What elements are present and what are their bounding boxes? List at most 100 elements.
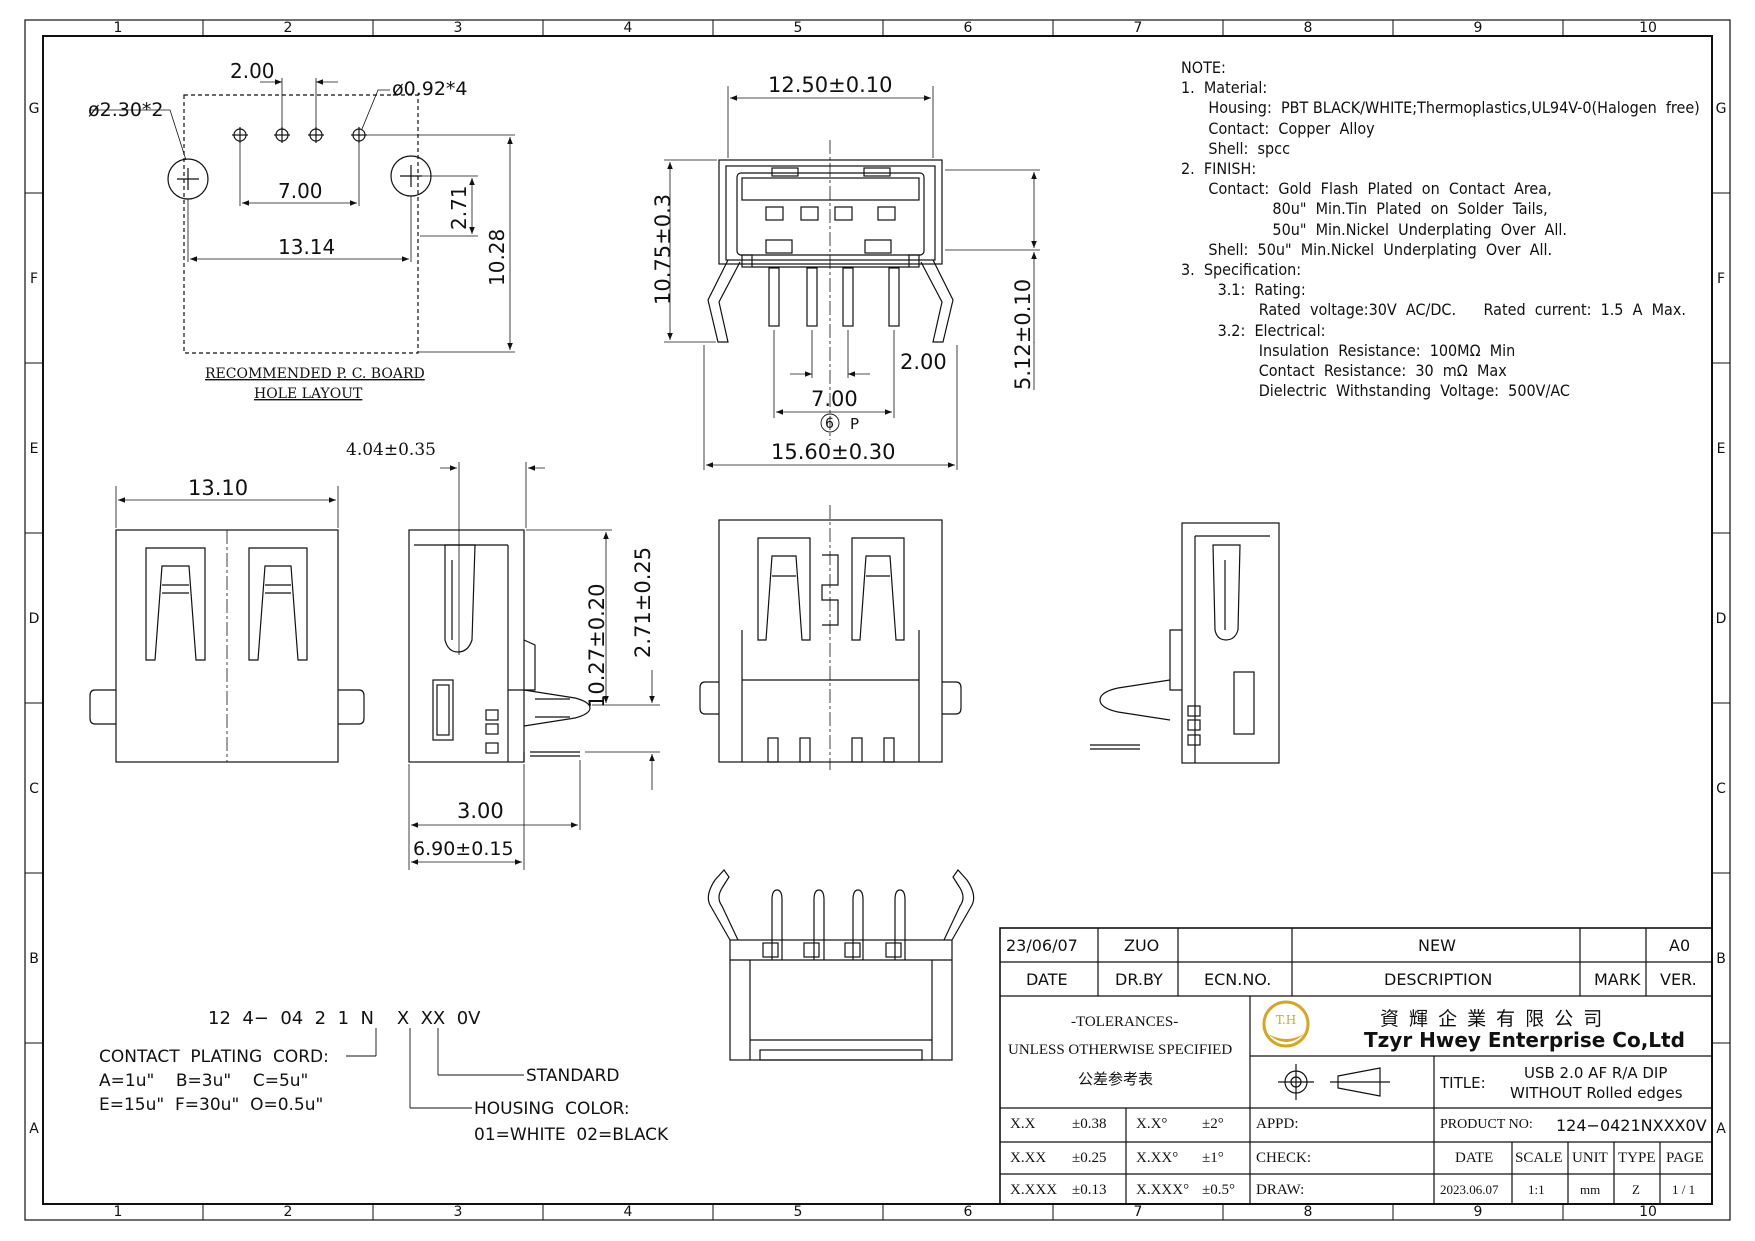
front-view-dims: 12.50±0.10 10.75±0.3 5.12±0.10 2.00 7.00… [651, 73, 1035, 464]
note-line: 2. FINISH: [1181, 159, 1257, 179]
top-dim-width: 13.10 [188, 476, 248, 500]
note-line: 1. Material: [1181, 78, 1268, 98]
rev-desc: NEW [1418, 936, 1456, 955]
part-code-texts: 12 4− 04 2 1 N X XX 0V CONTACT PLATING C… [99, 1008, 669, 1145]
plating-line-1: A=1u" B=3u" C=5u" [99, 1071, 308, 1091]
company-cn: 資 輝 企 業 有 限 公 司 [1380, 1008, 1605, 1030]
zone-row-label: G [1716, 101, 1727, 117]
bottom-view [699, 505, 962, 770]
front-dim-7: 7.00 [811, 387, 858, 411]
tolerance-cell: X.XXX [1010, 1182, 1058, 1198]
side-dim-2-71: 2.71±0.25 [631, 547, 655, 658]
draw-label: DRAW: [1256, 1182, 1305, 1198]
product-no-label: PRODUCT NO: [1440, 1117, 1533, 1132]
zone-column-label: 2 [284, 1204, 293, 1220]
pcb-dim-hole-small: ø0.92*4 [392, 78, 468, 100]
right-side-view [1090, 522, 1280, 764]
product-no: 124−0421NXXX0V [1556, 1116, 1707, 1135]
tolerance-title: -TOLERANCES- [1071, 1014, 1179, 1030]
pcb-dim-7: 7.00 [278, 179, 323, 203]
zone-column-label: 5 [794, 1204, 803, 1220]
hdr-drby: DR.BY [1115, 970, 1163, 989]
pcb-dim-10-28: 10.28 [485, 229, 509, 286]
tolerance-subtitle: UNLESS OTHERWISE SPECIFIED [1008, 1042, 1233, 1058]
zone-column-label: 3 [454, 1204, 463, 1220]
pcb-dim-hole-large: ø2.30*2 [88, 99, 164, 121]
tolerance-cell: X.XX° [1136, 1150, 1179, 1166]
zone-column-label: 8 [1304, 1204, 1313, 1220]
note-line: Dielectric Withstanding Voltage: 500V/AC [1181, 381, 1570, 401]
pcb-dim-pitch: 2.00 [230, 59, 275, 83]
plating-title: CONTACT PLATING CORD: [99, 1047, 329, 1067]
housing-values: 01=WHITE 02=BLACK [474, 1125, 669, 1145]
note-line: Contact: Gold Flash Plated on Contact Ar… [1181, 179, 1552, 199]
zone-column-label: 4 [624, 20, 633, 36]
zone-row-label: F [1717, 271, 1725, 287]
h-date: DATE [1455, 1150, 1494, 1166]
rev-ver: A0 [1669, 936, 1691, 955]
note-line: Shell: 50u" Min.Nickel Underplating Over… [1181, 239, 1553, 259]
pcb-dim-2-71: 2.71 [447, 185, 471, 230]
check-label: CHECK: [1256, 1150, 1312, 1166]
note-line: Contact Resistance: 30 mΩ Max [1181, 361, 1507, 381]
rev-by: ZUO [1124, 936, 1160, 955]
appd-label: APPD: [1256, 1116, 1299, 1132]
side-view-dims: 4.04±0.35 10.27±0.20 2.71±0.25 3.00 6.90… [346, 440, 655, 860]
v-page: 1 / 1 [1672, 1182, 1696, 1197]
side-dim-top: 4.04±0.35 [346, 440, 436, 460]
note-line: Contact: Copper Alloy [1181, 118, 1375, 138]
tolerance-cell: ±0.38 [1072, 1116, 1107, 1132]
note-line: 80u" Min.Tin Plated on Solder Tails, [1181, 199, 1548, 219]
zone-column-label: 7 [1134, 20, 1143, 36]
note-line: 50u" Min.Nickel Underplating Over All. [1181, 219, 1567, 239]
hdr-mark: MARK [1594, 970, 1641, 989]
notes-block: NOTE:1. Material: Housing: PBT BLACK/WHI… [1181, 58, 1700, 401]
zone-markers [25, 20, 1730, 1220]
pcb-hole-layout [90, 78, 515, 354]
zone-column-label: 9 [1474, 1204, 1483, 1220]
rear-view [707, 869, 975, 1061]
zone-row-label: B [1716, 951, 1726, 967]
note-line: NOTE: [1181, 58, 1226, 77]
h-unit: UNIT [1572, 1150, 1608, 1166]
front-dim-p-symbol: 6 [825, 416, 834, 432]
zone-column-label: 1 [114, 20, 123, 36]
zone-row-label: C [29, 781, 39, 797]
note-line: Rated voltage:30V AC/DC. Rated current: … [1181, 300, 1686, 320]
h-page: PAGE [1666, 1150, 1704, 1166]
title-line-2: WITHOUT Rolled edges [1510, 1084, 1683, 1102]
zone-row-label: E [1717, 441, 1726, 457]
title-block-grid [999, 927, 1713, 1205]
note-line: Insulation Resistance: 100MΩ Min [1181, 340, 1516, 360]
zone-row-label: D [1716, 611, 1727, 627]
note-line: 3. Specification: [1181, 260, 1302, 280]
zone-row-label: D [29, 611, 40, 627]
front-view [664, 86, 1040, 470]
plating-line-2: E=15u" F=30u" O=0.5u" [99, 1095, 323, 1115]
front-dim-width: 12.50±0.10 [768, 73, 892, 97]
v-type: Z [1632, 1182, 1640, 1197]
zone-row-label: A [1716, 1121, 1726, 1137]
tolerance-cell: X.XX [1010, 1150, 1047, 1166]
company-logo: T.H [1262, 1000, 1310, 1048]
v-date: 2023.06.07 [1440, 1182, 1499, 1197]
side-dim-10-27: 10.27±0.20 [585, 584, 609, 708]
tolerance-cell: ±0.5° [1202, 1182, 1235, 1198]
note-line: 3.1: Rating: [1181, 280, 1306, 300]
zone-column-label: 4 [624, 1204, 633, 1220]
zone-column-label: 8 [1304, 20, 1313, 36]
company-en: Tzyr Hwey Enterprise Co,Ltd [1364, 1028, 1685, 1052]
front-dim-p-label: P [850, 415, 859, 433]
standard-label: STANDARD [526, 1066, 620, 1086]
tolerance-cell: ±1° [1202, 1150, 1224, 1166]
zone-row-label: F [30, 271, 38, 287]
logo-mark: T.H [1276, 1013, 1297, 1027]
hdr-ver: VER. [1660, 970, 1697, 989]
zone-column-label: 5 [794, 20, 803, 36]
hdr-desc: DESCRIPTION [1384, 970, 1493, 989]
note-line: 3.2: Electrical: [1181, 320, 1326, 340]
hdr-ecn: ECN.NO. [1204, 970, 1272, 989]
tolerance-cell: ±2° [1202, 1116, 1224, 1132]
